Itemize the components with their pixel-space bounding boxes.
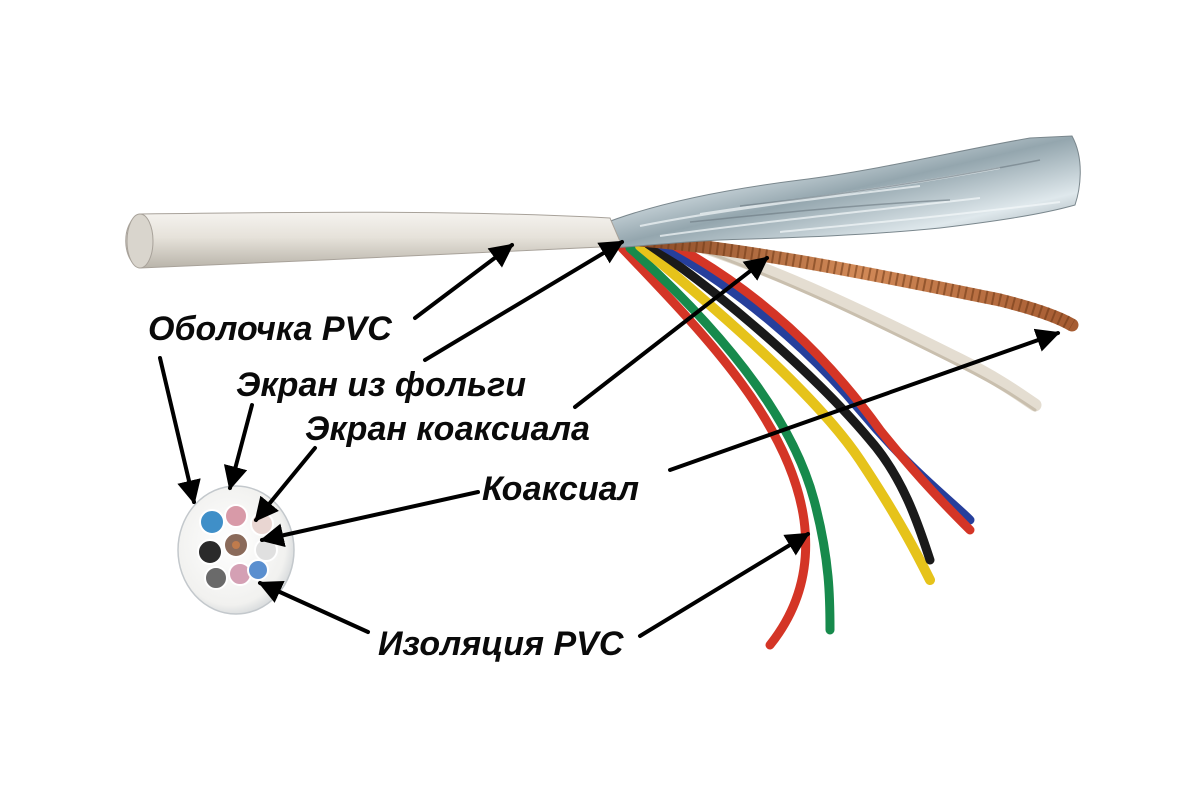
arrow-insulation-to-cable: [638, 532, 811, 638]
label-foil-shield: Экран из фольги: [236, 366, 526, 404]
callout-arrows: [158, 240, 1061, 638]
wire-green: [625, 243, 835, 635]
arrow-foil-to-cable: [423, 240, 625, 362]
cable-cross-section: [177, 485, 295, 615]
label-coax-shield: Экран коаксиала: [305, 410, 590, 448]
wire-red-left: [617, 243, 811, 650]
label-pvc-sheath: Оболочка PVC: [148, 310, 392, 348]
label-pvc-insulation: Изоляция PVC: [378, 625, 624, 663]
label-coax: Коаксиал: [482, 470, 640, 508]
coax-shield-braid: [633, 233, 1079, 332]
wire-black: [643, 239, 935, 565]
arrow-foil-to-section: [223, 403, 254, 491]
arrow-sheath-to-section: [158, 356, 201, 505]
foil-shield: [599, 135, 1081, 249]
arrow-coax-to-section: [259, 490, 480, 548]
wire-blue: [651, 237, 975, 525]
pvc-sheath: [125, 211, 623, 269]
arrow-coax-to-cable: [668, 328, 1061, 472]
arrow-coaxshield-to-section: [254, 446, 317, 522]
arrow-insulation-to-section: [257, 580, 370, 634]
arrow-coaxshield-to-cable: [573, 256, 769, 409]
arrow-sheath-to-cable: [413, 243, 514, 320]
